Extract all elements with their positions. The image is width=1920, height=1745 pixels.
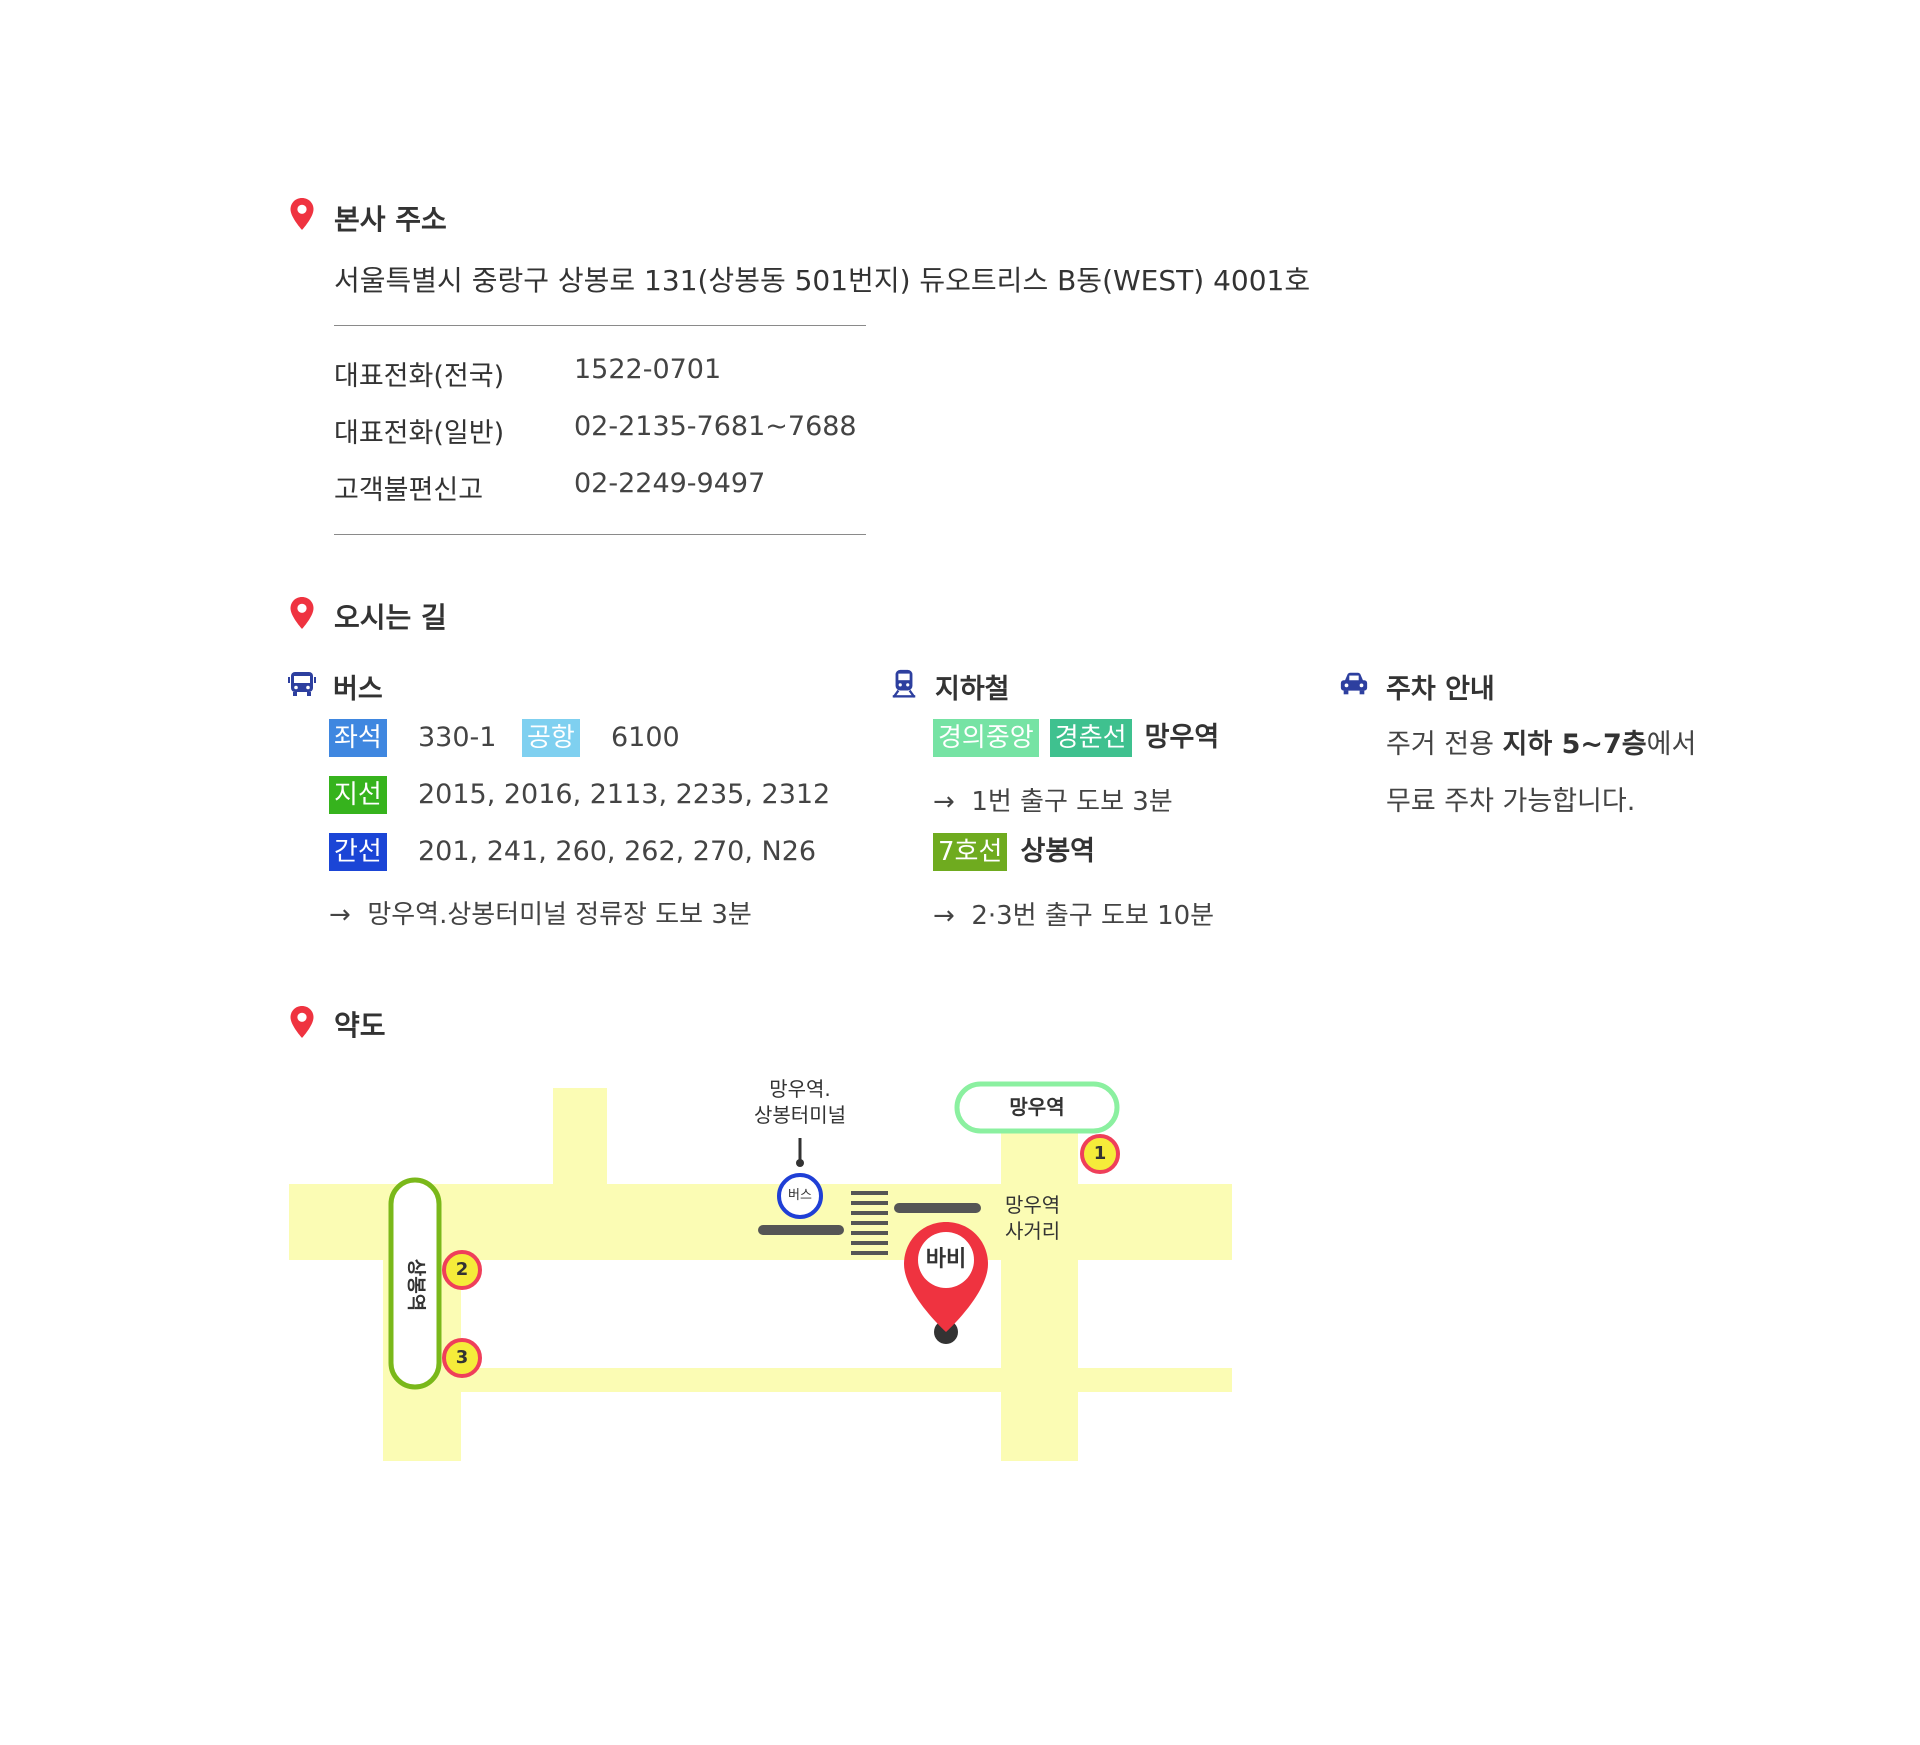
subway-line1-note: → 1번 출구 도보 3분 bbox=[933, 781, 1173, 818]
bus-stop-label-line2: 상봉터미널 bbox=[754, 1103, 846, 1127]
train-icon bbox=[892, 669, 916, 698]
bus-stop-label: 망우역. 상봉터미널 bbox=[740, 1076, 860, 1128]
subway-line2-note-text: 2·3번 출구 도보 10분 bbox=[971, 901, 1215, 931]
contact-label-complaint: 고객불편신고 bbox=[334, 475, 484, 506]
contact-label-general: 대표전화(일반) bbox=[334, 418, 505, 449]
badge-airport-bus: 공항 bbox=[522, 719, 580, 757]
contact-label-national: 대표전화(전국) bbox=[334, 361, 505, 392]
bus-title: 버스 bbox=[333, 674, 383, 705]
station-mangu: 망우역 bbox=[1144, 722, 1220, 753]
bus-row-1: 좌석 bbox=[329, 719, 387, 757]
destination-label: 바비 bbox=[925, 1247, 967, 1272]
exit-1-label: 1 bbox=[1093, 1143, 1107, 1164]
contact-value-national[interactable]: 1522-0701 bbox=[574, 354, 722, 385]
arrow-icon: → bbox=[329, 900, 351, 930]
parking-title: 주차 안내 bbox=[1386, 674, 1495, 705]
subway-line2-note: → 2·3번 출구 도보 10분 bbox=[933, 895, 1214, 932]
bus-walk-note-text: 망우역.상봉터미널 정류장 도보 3분 bbox=[367, 900, 752, 930]
subway-line2-row: 7호선 상봉역 bbox=[933, 833, 1095, 871]
intersection-label-line2: 사거리 bbox=[1005, 1219, 1061, 1243]
subway-title: 지하철 bbox=[935, 674, 1010, 705]
mangu-station-label: 망우역 bbox=[1009, 1095, 1065, 1119]
bus-row-2: 지선 bbox=[329, 776, 387, 814]
bus-row-1-airport: 공항 bbox=[522, 719, 580, 757]
station-sangbong: 상봉역 bbox=[1020, 836, 1096, 867]
road-lower-horizontal bbox=[455, 1368, 1232, 1392]
badge-seat-bus: 좌석 bbox=[329, 719, 387, 757]
car-icon bbox=[1340, 672, 1368, 695]
intersection-label: 망우역 사거리 bbox=[1005, 1192, 1075, 1244]
bus-routes-trunk: 201, 241, 260, 262, 270, N26 bbox=[418, 836, 817, 867]
parking-line1-pre: 주거 전용 bbox=[1386, 729, 1503, 760]
destination-pin-icon bbox=[904, 1222, 988, 1332]
parking-line1: 주거 전용 지하 5~7층에서 bbox=[1386, 722, 1696, 761]
hq-section-title: 본사 주소 bbox=[334, 203, 447, 236]
subway-line1-note-text: 1번 출구 도보 3분 bbox=[971, 787, 1173, 817]
exit-2-label: 2 bbox=[455, 1259, 469, 1280]
directions-section-title: 오시는 길 bbox=[334, 601, 447, 634]
road-right-vertical bbox=[1001, 1120, 1078, 1461]
location-pin-icon bbox=[290, 1006, 314, 1038]
hq-address: 서울특별시 중랑구 상봉로 131(상봉동 501번지) 듀오트리스 B동(WE… bbox=[334, 264, 1311, 297]
bus-routes-seat: 330-1 bbox=[418, 722, 497, 753]
parking-line2: 무료 주차 가능합니다. bbox=[1386, 786, 1636, 817]
map-section-title: 약도 bbox=[334, 1009, 386, 1042]
bus-walk-note: → 망우역.상봉터미널 정류장 도보 3분 bbox=[329, 894, 752, 931]
location-pin-icon bbox=[290, 597, 314, 629]
bus-stop-label-line1: 망우역. bbox=[769, 1077, 831, 1101]
divider-top bbox=[334, 325, 866, 326]
badge-gyeongchun-line: 경춘선 bbox=[1049, 719, 1132, 757]
bus-icon bbox=[288, 672, 316, 696]
sangbong-station-label: 상봉역 bbox=[405, 1258, 427, 1312]
bus-stop-badge-label: 버스 bbox=[788, 1188, 812, 1203]
badge-line7: 7호선 bbox=[933, 833, 1008, 871]
location-pin-icon bbox=[290, 198, 314, 230]
parking-floor: 지하 5~7층 bbox=[1502, 729, 1647, 760]
subway-line1-row: 경의중앙 경춘선 망우역 bbox=[933, 719, 1219, 757]
bus-row-3: 간선 bbox=[329, 833, 387, 871]
bus-stop-pointer-dot bbox=[796, 1159, 804, 1167]
bus-stop-bar-left bbox=[758, 1225, 844, 1235]
destination-pin-base bbox=[934, 1320, 958, 1344]
badge-gyeongui-line: 경의중앙 bbox=[933, 719, 1039, 757]
parking-line1-post: 에서 bbox=[1646, 729, 1697, 760]
arrow-icon: → bbox=[933, 901, 955, 931]
arrow-icon: → bbox=[933, 787, 955, 817]
badge-trunk-bus: 간선 bbox=[329, 833, 387, 871]
bus-stop-bar-right bbox=[894, 1203, 981, 1213]
bus-routes-branch: 2015, 2016, 2113, 2235, 2312 bbox=[418, 779, 831, 810]
bus-routes-airport: 6100 bbox=[611, 722, 680, 753]
contact-value-general[interactable]: 02-2135-7681~7688 bbox=[574, 411, 857, 442]
badge-branch-bus: 지선 bbox=[329, 776, 387, 814]
road-main-horizontal bbox=[289, 1184, 1232, 1260]
divider-bottom bbox=[334, 534, 866, 535]
exit-3-label: 3 bbox=[455, 1347, 469, 1368]
crosswalk bbox=[851, 1191, 888, 1255]
contact-value-complaint[interactable]: 02-2249-9497 bbox=[574, 468, 766, 499]
intersection-label-line1: 망우역 bbox=[1005, 1193, 1061, 1217]
road-north-spur bbox=[553, 1088, 607, 1188]
